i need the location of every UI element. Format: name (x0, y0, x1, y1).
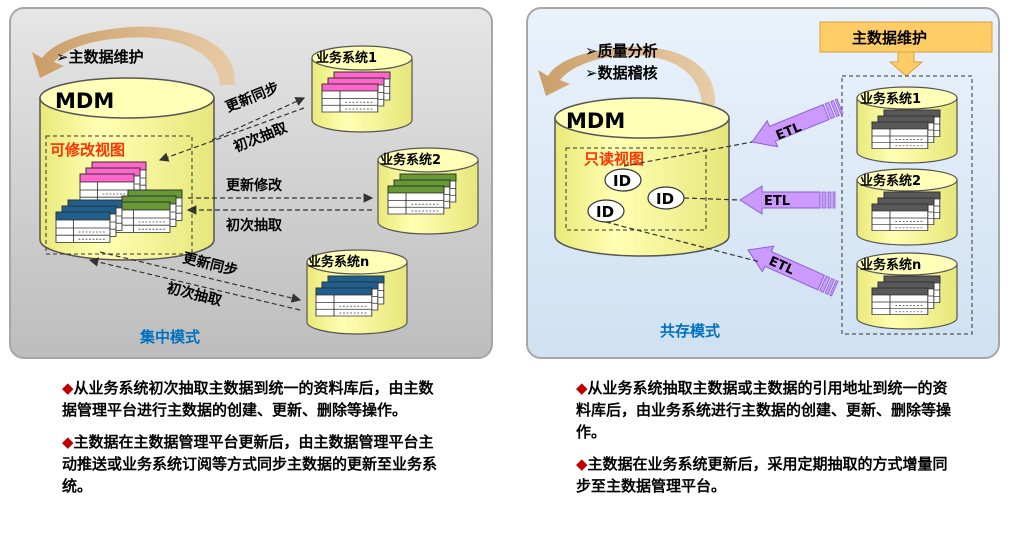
id-badge-1: ID (613, 172, 631, 190)
maintenance-box (819, 21, 993, 77)
right-view-label: 只读视图 (584, 150, 644, 168)
left-swoosh-arrow (32, 26, 236, 85)
right-desc-1: ◆从业务系统抽取主数据或主数据的引用地址到统一的资料库后，由业务系统进行主数据的… (576, 379, 952, 441)
left-arrow2-bottom: 初次抽取 (226, 217, 283, 234)
left-desc-1: ◆从业务系统初次抽取主数据到统一的资料库后，由主数据管理平台进行主数据的创建、更… (62, 379, 434, 419)
left-top-label: ➢主数据维护 (56, 48, 144, 66)
diagram-canvas: ➢主数据维护 MDM 可修改视图 业务系统1 业务系统2 (9, 7, 1000, 359)
right-description: ◆从业务系统抽取主数据或主数据的引用地址到统一的资料库后，由业务系统进行主数据的… (576, 377, 954, 507)
id-badges (587, 168, 685, 223)
left-mdm-title: MDM (55, 89, 114, 113)
left-sysn-label: 业务系统n (308, 254, 369, 270)
id-badge-2: ID (656, 190, 674, 208)
right-mdm-title: MDM (566, 109, 625, 133)
right-top-label2: ➢数据稽核 (585, 64, 658, 82)
etl-arrow-1 (751, 98, 844, 148)
right-sys2-label: 业务系统2 (860, 173, 921, 189)
right-view-box (565, 147, 707, 231)
left-sys1-cylinder (311, 45, 413, 133)
left-mode-label: 集中模式 (139, 328, 200, 346)
maintenance-label: 主数据维护 (852, 29, 927, 47)
right-sys1-label: 业务系统1 (860, 91, 921, 107)
right-mode-label: 共存模式 (660, 322, 720, 340)
right-sysn-cylinder (856, 252, 958, 330)
left-sysn-cylinder (306, 249, 408, 335)
left-description: ◆从业务系统初次抽取主数据到统一的资料库后，由主数据管理平台进行主数据的创建、更… (62, 377, 442, 507)
right-swoosh-arrow (538, 46, 716, 105)
left-view-box (45, 135, 193, 255)
left-arrow2-top: 更新修改 (226, 177, 283, 194)
left-sys2-cylinder (377, 147, 479, 235)
right-desc-2: ◆主数据在业务系统更新后，采用定期抽取的方式增量同步至主数据管理平台。 (576, 455, 948, 495)
right-systems-box (841, 75, 973, 335)
bullet-diamond-icon: ◆ (576, 455, 588, 473)
right-sysn-label: 业务系统n (860, 257, 921, 273)
left-mdm-tables (55, 161, 183, 243)
bullet-diamond-icon: ◆ (62, 379, 74, 397)
etl-arrow-3 (747, 245, 839, 297)
left-view-label: 可修改视图 (50, 141, 125, 159)
bullet-diamond-icon: ◆ (576, 379, 588, 397)
etl-label-2: ETL (764, 194, 790, 209)
right-top-label1: ➢质量分析 (585, 42, 658, 60)
bullet-diamond-icon: ◆ (62, 433, 74, 451)
left-arrows (88, 97, 374, 311)
etl-arrow-2 (739, 185, 836, 215)
right-sys2-cylinder (856, 168, 958, 246)
right-connectors (605, 141, 761, 263)
left-desc-2: ◆主数据在主数据管理平台更新后，由主数据管理平台主动推送或业务系统订阅等方式同步… (62, 433, 438, 495)
left-sys2-label: 业务系统2 (380, 152, 441, 168)
right-sys1-cylinder (856, 86, 958, 164)
left-sys1-label: 业务系统1 (316, 50, 377, 66)
id-badge-3: ID (596, 203, 614, 221)
